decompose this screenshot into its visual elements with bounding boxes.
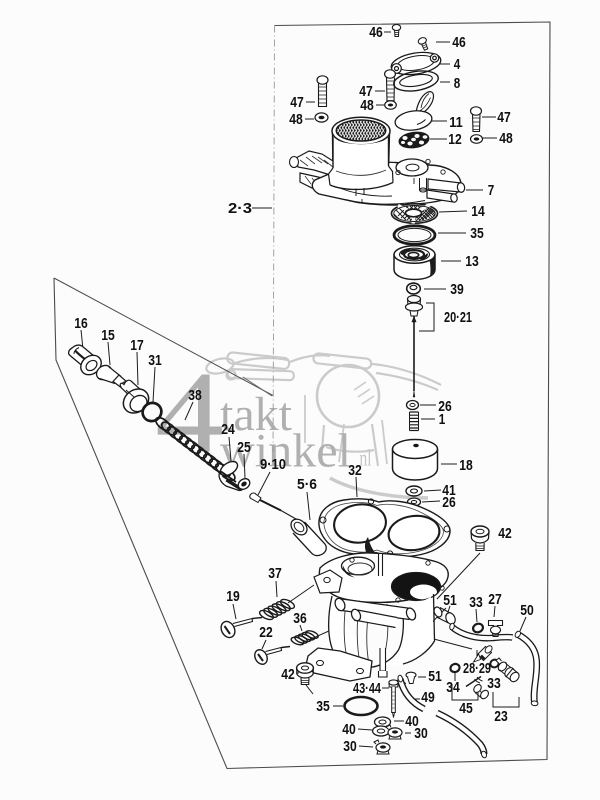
svg-text:35: 35 bbox=[316, 698, 330, 715]
svg-text:35: 35 bbox=[470, 225, 484, 242]
svg-text:43·44: 43·44 bbox=[353, 680, 381, 697]
svg-text:51: 51 bbox=[428, 668, 442, 685]
svg-text:13: 13 bbox=[465, 253, 479, 270]
svg-text:15: 15 bbox=[101, 327, 115, 344]
svg-text:26: 26 bbox=[438, 398, 452, 415]
svg-text:48: 48 bbox=[499, 130, 513, 147]
svg-text:47: 47 bbox=[359, 83, 373, 100]
svg-text:30: 30 bbox=[414, 725, 428, 742]
svg-text:48: 48 bbox=[289, 111, 303, 128]
svg-text:32: 32 bbox=[348, 462, 362, 479]
svg-text:12: 12 bbox=[448, 131, 462, 148]
svg-text:4: 4 bbox=[454, 56, 461, 73]
svg-text:takt: takt bbox=[220, 388, 293, 441]
svg-text:27: 27 bbox=[488, 591, 502, 608]
svg-text:nl: nl bbox=[360, 446, 372, 471]
svg-text:winkel: winkel bbox=[220, 425, 351, 478]
svg-text:51: 51 bbox=[443, 592, 457, 609]
svg-text:45: 45 bbox=[459, 700, 473, 717]
svg-text:33: 33 bbox=[469, 594, 483, 611]
svg-text:14: 14 bbox=[471, 203, 485, 220]
svg-text:2·3: 2·3 bbox=[228, 200, 252, 217]
svg-text:37: 37 bbox=[268, 565, 282, 582]
svg-text:40: 40 bbox=[342, 721, 356, 738]
svg-text:42: 42 bbox=[281, 666, 295, 683]
svg-text:49: 49 bbox=[421, 689, 435, 706]
svg-text:25: 25 bbox=[237, 439, 251, 456]
svg-text:16: 16 bbox=[74, 315, 88, 332]
svg-text:9·10: 9·10 bbox=[260, 456, 286, 473]
svg-text:41: 41 bbox=[442, 482, 456, 499]
svg-text:22: 22 bbox=[259, 624, 273, 641]
svg-text:28·29: 28·29 bbox=[463, 660, 491, 677]
svg-text:31: 31 bbox=[148, 352, 162, 369]
svg-text:8: 8 bbox=[454, 75, 461, 92]
svg-text:38: 38 bbox=[188, 387, 202, 404]
svg-text:11: 11 bbox=[449, 114, 463, 131]
svg-text:42: 42 bbox=[498, 525, 512, 542]
svg-text:46: 46 bbox=[452, 34, 466, 51]
svg-text:30: 30 bbox=[343, 738, 357, 755]
svg-text:39: 39 bbox=[450, 281, 464, 298]
svg-text:7: 7 bbox=[488, 182, 495, 199]
svg-text:48: 48 bbox=[360, 97, 374, 114]
svg-text:47: 47 bbox=[290, 94, 304, 111]
svg-text:18: 18 bbox=[459, 457, 473, 474]
svg-text:17: 17 bbox=[130, 337, 144, 354]
svg-text:1: 1 bbox=[439, 411, 446, 428]
svg-text:33: 33 bbox=[487, 675, 501, 692]
svg-text:47: 47 bbox=[497, 109, 511, 126]
svg-text:46: 46 bbox=[369, 24, 383, 41]
svg-text:20·21: 20·21 bbox=[444, 309, 472, 326]
svg-text:50: 50 bbox=[520, 602, 534, 619]
svg-text:34: 34 bbox=[446, 679, 460, 696]
svg-text:23: 23 bbox=[494, 708, 508, 725]
svg-text:19: 19 bbox=[226, 588, 240, 605]
svg-text:5·6: 5·6 bbox=[297, 476, 317, 493]
svg-text:36: 36 bbox=[293, 610, 307, 627]
svg-text:24: 24 bbox=[221, 421, 235, 438]
svg-text:40: 40 bbox=[405, 713, 419, 730]
svg-text:26: 26 bbox=[442, 494, 456, 511]
